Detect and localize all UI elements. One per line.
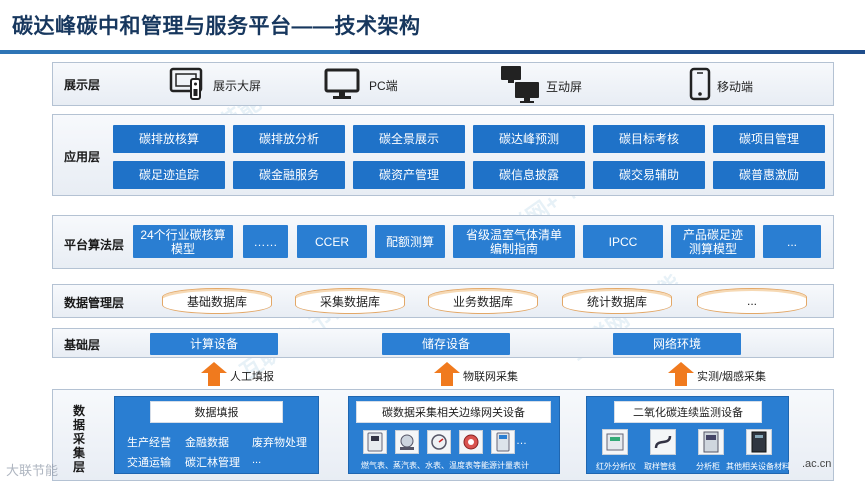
temperature-meter-icon	[459, 430, 483, 454]
infrastructure-button[interactable]: 网络环境	[613, 333, 741, 355]
algorithm-model-line1: 省级温室气体清单	[465, 227, 562, 242]
arrow-head	[668, 362, 694, 373]
algorithm-model-line1: ……	[253, 234, 278, 249]
title-divider	[0, 50, 865, 54]
app-module-button[interactable]: 碳达峰预测	[473, 125, 585, 153]
display-item-label: 互动屏	[546, 80, 583, 94]
steam-meter-icon	[395, 430, 419, 454]
arrow-head	[201, 362, 227, 373]
manual-entry-title[interactable]: 数据填报	[150, 401, 283, 423]
iot-gateway-title[interactable]: 碳数据采集相关边缘网关设备	[356, 401, 551, 423]
algorithm-model-button[interactable]: 24个行业碳核算 模型	[133, 225, 233, 258]
monitor-icon	[322, 66, 362, 102]
co2-device-caption: 红外分析仪	[596, 462, 636, 471]
algorithm-model-line1: CCER	[314, 234, 349, 249]
app-module-button[interactable]: 碳资产管理	[353, 161, 465, 189]
other-equipment-icon	[746, 429, 772, 455]
corner-logo-watermark: 大联节能	[6, 463, 59, 478]
manual-entry-item: 废弃物处理	[252, 437, 307, 449]
algorithm-model-button[interactable]: ……	[243, 225, 288, 258]
data-management-layer-label: 数据管理层	[64, 296, 125, 310]
algorithm-model-line1: ...	[786, 234, 797, 249]
manual-entry-item: 金融数据	[185, 437, 229, 449]
algorithm-model-line1: 24个行业碳核算	[140, 227, 226, 242]
analyzer-cabinet-icon	[698, 429, 724, 455]
arrow-label: 人工填报	[230, 371, 274, 383]
database-cylinder[interactable]: 业务数据库	[428, 288, 538, 314]
app-module-button[interactable]: 碳足迹追踪	[113, 161, 225, 189]
algorithm-model-line2: 模型	[170, 241, 195, 256]
arrow-up-icon	[201, 362, 227, 386]
manual-entry-item: 碳汇林管理	[185, 457, 240, 469]
display-item-label: 移动端	[717, 80, 754, 94]
mobile-phone-icon	[686, 66, 714, 102]
display-item-label: PC端	[369, 79, 398, 93]
app-module-button[interactable]: 碳排放核算	[113, 125, 225, 153]
algorithm-model-line1: IPCC	[608, 234, 638, 249]
database-cylinder[interactable]: 统计数据库	[562, 288, 672, 314]
manual-entry-item: ...	[252, 454, 262, 466]
infrared-analyzer-icon	[602, 429, 628, 455]
infrastructure-button[interactable]: 储存设备	[382, 333, 510, 355]
base-layer-label: 基础层	[64, 338, 101, 352]
co2-device-caption: 取样管线	[644, 462, 676, 471]
arrow-head	[434, 362, 460, 373]
app-module-button[interactable]: 碳目标考核	[593, 125, 705, 153]
app-module-button[interactable]: 碳排放分析	[233, 125, 345, 153]
arrow-stem	[675, 373, 687, 386]
arrow-label: 实测/烟感采集	[697, 371, 767, 383]
algorithm-model-button[interactable]: 配额测算	[375, 225, 445, 258]
layer-label-char: 据	[72, 418, 85, 432]
gas-meter-icon	[363, 430, 387, 454]
layer-label-char: 数	[72, 404, 85, 418]
display-item-label: 展示大屏	[213, 79, 262, 93]
algorithm-model-line2: 编制指南	[489, 241, 538, 256]
app-module-button[interactable]: 碳普惠激励	[713, 161, 825, 189]
manual-entry-item: 生产经营	[127, 437, 171, 449]
algorithm-model-line1: 配额测算	[385, 234, 434, 249]
layer-label-char: 集	[72, 446, 85, 460]
manual-entry-item: 交通运输	[127, 457, 171, 469]
algorithm-model-button[interactable]: IPCC	[583, 225, 663, 258]
tv-remote-icon	[168, 66, 206, 102]
page-title: 碳达峰碳中和管理与服务平台——技术架构	[12, 15, 421, 38]
layer-label-char: 采	[72, 432, 85, 446]
app-module-button[interactable]: 碳全景展示	[353, 125, 465, 153]
app-module-button[interactable]: 碳信息披露	[473, 161, 585, 189]
url-fragment: .ac.cn	[802, 458, 832, 470]
algorithm-model-line2: 测算模型	[688, 241, 737, 256]
display-layer-label: 展示层	[64, 78, 101, 92]
infrastructure-button[interactable]: 计算设备	[150, 333, 278, 355]
co2-device-caption: 分析柜	[696, 462, 720, 471]
database-cylinder[interactable]: 基础数据库	[162, 288, 272, 314]
algorithm-model-button[interactable]: 省级温室气体清单 编制指南	[453, 225, 575, 258]
application-layer-label: 应用层	[64, 150, 101, 164]
arrow-stem	[208, 373, 220, 386]
algorithm-model-button[interactable]: ...	[763, 225, 821, 258]
water-meter-icon	[427, 430, 451, 454]
co2-device-caption: 其他相关设备材料	[726, 462, 790, 471]
dual-screen-icon	[498, 64, 542, 104]
iot-devices-caption: 燃气表、蒸汽表、水表、温度表等能源计量表计	[361, 461, 529, 470]
acquisition-layer-label: 数 据 采 集 层	[72, 404, 86, 474]
arrow-up-icon	[668, 362, 694, 386]
algorithm-layer-label: 平台算法层	[64, 238, 125, 252]
title-divider-accent	[0, 50, 350, 54]
database-cylinder[interactable]: ...	[697, 288, 807, 314]
energy-meter-icon	[491, 430, 515, 454]
arrow-stem	[441, 373, 453, 386]
database-cylinder[interactable]: 采集数据库	[295, 288, 405, 314]
sampling-pipe-icon	[650, 429, 676, 455]
iot-more-ellipsis: …	[516, 435, 527, 447]
app-module-button[interactable]: 碳项目管理	[713, 125, 825, 153]
algorithm-model-line1: 产品碳足迹	[682, 227, 743, 242]
algorithm-model-button[interactable]: CCER	[297, 225, 367, 258]
arrow-label: 物联网采集	[463, 371, 518, 383]
co2-monitoring-title[interactable]: 二氧化碳连续监测设备	[614, 401, 762, 423]
layer-label-char: 层	[72, 460, 85, 474]
algorithm-model-button[interactable]: 产品碳足迹 测算模型	[671, 225, 755, 258]
app-module-button[interactable]: 碳金融服务	[233, 161, 345, 189]
arrow-up-icon	[434, 362, 460, 386]
app-module-button[interactable]: 碳交易辅助	[593, 161, 705, 189]
